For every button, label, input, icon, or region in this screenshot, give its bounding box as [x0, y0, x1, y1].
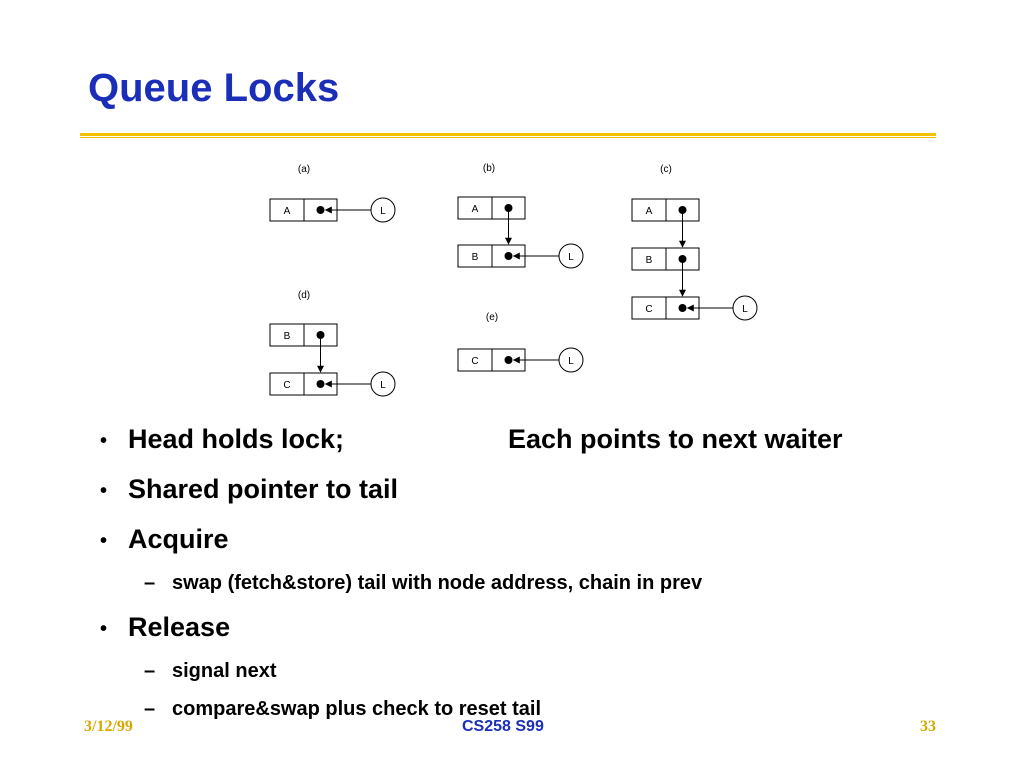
panel-label: (e) [486, 312, 498, 323]
sub-bullet-text: compare&swap plus check to reset tail [172, 698, 542, 720]
title-rule-thin [80, 137, 936, 138]
footer-page-number: 33 [920, 718, 936, 735]
node-label: C [471, 356, 478, 367]
panel-label: (a) [298, 164, 310, 175]
tail-label: L [568, 252, 574, 263]
tail-label: L [742, 304, 748, 315]
bullet-acquire: • Acquire [100, 524, 980, 574]
tail-label: L [380, 206, 386, 217]
bullet-text-right: Each points to next waiter [508, 424, 843, 454]
title-rule-thick [80, 133, 936, 136]
footer-course: CS258 S99 [462, 718, 544, 735]
bullet-shared-pointer: • Shared pointer to tail [100, 474, 980, 524]
sub-bullet-text: signal next [172, 660, 277, 682]
slide-title: Queue Locks [88, 66, 340, 110]
pointer-dot [316, 380, 325, 388]
sub-bullet-signal-next: – signal next [100, 660, 980, 700]
sub-bullet-text: swap (fetch&store) tail with node addres… [172, 572, 703, 594]
bullet-text: Acquire [128, 524, 229, 554]
footer-date: 3/12/99 [84, 718, 133, 735]
queue-lock-diagram: (a) A L (b) A B L (c) A B C L (d) B C L (e) C L [269, 163, 758, 397]
node-label: A [472, 204, 479, 215]
sub-bullet-compare-swap: – compare&swap plus check to reset tail [100, 698, 980, 738]
node-label: B [284, 331, 291, 342]
sub-bullet-dash: – [144, 660, 156, 682]
pointer-dot [316, 206, 325, 214]
tail-label: L [568, 356, 574, 367]
bullet-text: Release [128, 612, 231, 642]
bullet-release: • Release [100, 612, 980, 662]
sub-bullet-swap: – swap (fetch&store) tail with node addr… [100, 572, 980, 612]
title-rule [80, 133, 936, 139]
tail-label: L [380, 380, 386, 391]
bullet-list: • Head holds lock; Each points to next w… [100, 424, 980, 738]
sub-bullet-dash: – [144, 698, 156, 720]
bullet-text: Head holds lock; [128, 424, 345, 454]
bullet-head-holds-lock: • Head holds lock; Each points to next w… [100, 424, 980, 474]
bullet-dot: • [100, 530, 108, 552]
node-label: A [284, 206, 291, 217]
node-label: A [646, 206, 653, 217]
bullet-dot: • [100, 480, 108, 502]
panel-label: (b) [483, 163, 495, 174]
sub-bullet-dash: – [144, 572, 156, 594]
panel-label: (c) [660, 164, 672, 175]
node-label: C [645, 304, 652, 315]
bullet-dot: • [100, 430, 108, 452]
panel-label: (d) [298, 290, 310, 301]
pointer-dot [504, 356, 513, 364]
pointer-dot [504, 252, 513, 260]
node-label: C [283, 380, 290, 391]
bullet-dot: • [100, 618, 108, 640]
node-label: B [472, 252, 479, 263]
pointer-dot [678, 304, 687, 312]
bullet-text: Shared pointer to tail [128, 474, 399, 504]
node-label: B [646, 255, 653, 266]
